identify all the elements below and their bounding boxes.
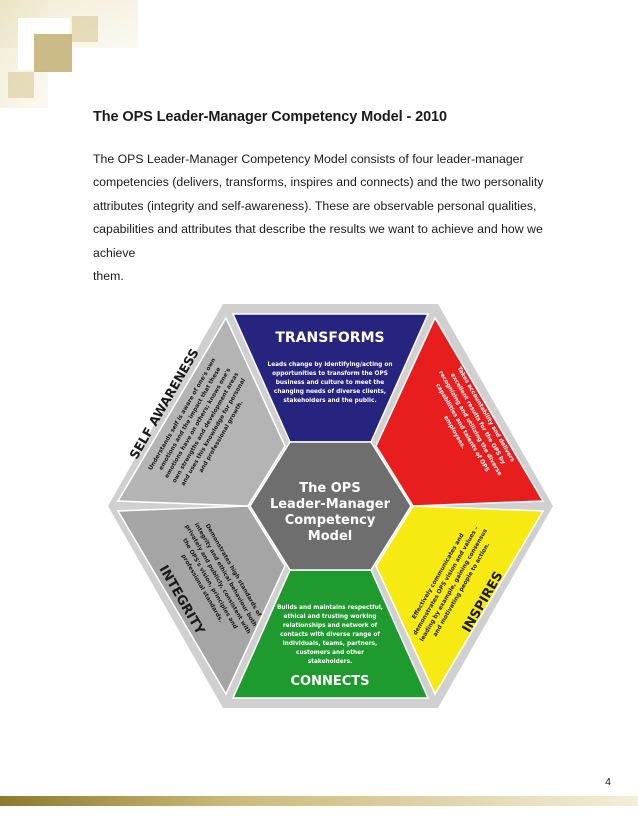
connects-line: stakeholders. <box>308 659 352 665</box>
intro-line: attributes (integrity and self-awareness… <box>93 198 537 213</box>
center-label-line: The OPS <box>299 481 360 496</box>
transforms-line: stakeholders and the public. <box>283 398 376 404</box>
connects-text: Builds and maintains respectful, ethical… <box>277 605 383 689</box>
connects-line: relationships and network of <box>283 623 378 629</box>
transforms-title: TRANSFORMS <box>275 330 384 346</box>
intro-line: The OPS Leader-Manager Competency Model … <box>93 152 524 166</box>
connects-line: contacts with diverse range of <box>280 632 380 638</box>
footer-bar <box>0 796 638 806</box>
transforms-line: changing needs of diverse clients, <box>274 389 386 395</box>
page-title: The OPS Leader-Manager Competency Model … <box>93 109 447 125</box>
page-number: 4 <box>605 776 611 788</box>
connects-line: Builds and maintains respectful, <box>277 605 383 611</box>
segment-inspires <box>375 505 545 696</box>
transforms-line: Leads change by identifying/acting on <box>268 362 393 368</box>
center-label: The OPS Leader-Manager Competency Model <box>270 481 391 544</box>
connects-line: customers and other <box>296 650 364 656</box>
intro-line: capabilities and attributes that describ… <box>93 222 543 260</box>
segment-self-awareness <box>116 316 286 507</box>
intro-line: them. <box>93 269 124 284</box>
center-label-line: Competency <box>285 513 376 528</box>
center-hexagon <box>249 441 412 571</box>
center-label-line: Leader-Manager <box>270 497 391 512</box>
connects-line: individuals, teams, partners, <box>283 641 377 647</box>
intro-line: competencies (delivers, transforms, insp… <box>93 175 544 190</box>
connects-title: CONNECTS <box>290 674 369 689</box>
transforms-line: business and culture to meet the <box>276 380 385 386</box>
intro-paragraph: The OPS Leader-Manager Competency Model … <box>93 148 545 288</box>
corner-decoration <box>0 0 138 108</box>
connects-line: ethical and trusting working <box>284 614 377 620</box>
center-label-line: Model <box>308 529 352 544</box>
competency-model-diagram: The OPS Leader-Manager Competency Model … <box>108 304 553 708</box>
transforms-line: opportunities to transform the OPS <box>272 371 388 377</box>
transforms-text: TRANSFORMS Leads change by identifying/a… <box>268 330 393 404</box>
